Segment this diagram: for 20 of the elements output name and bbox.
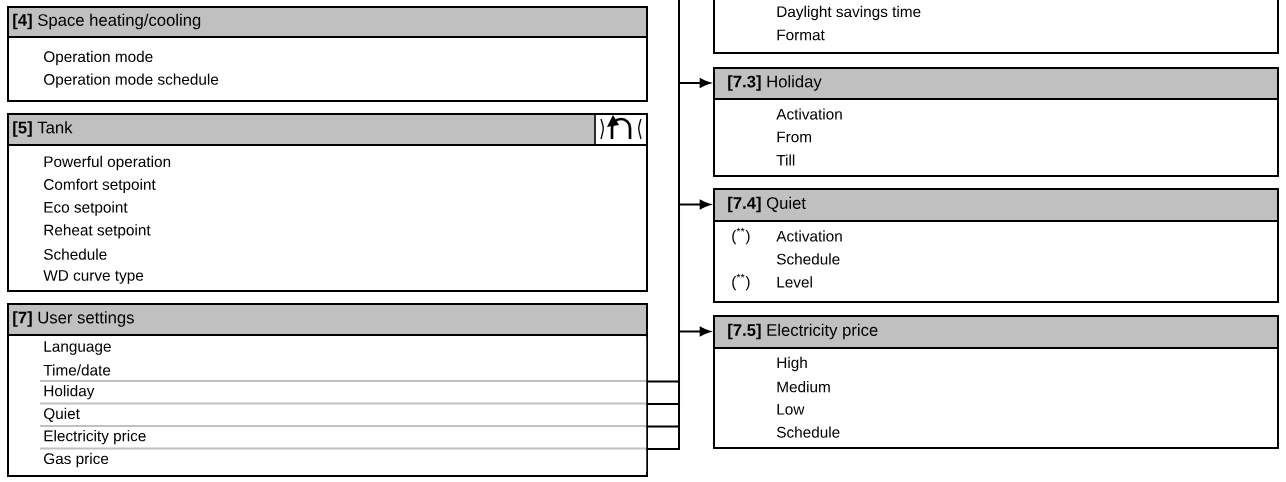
menu-box: Daylight savings time Format <box>713 0 1279 54</box>
node-label: Language <box>44 341 111 355</box>
menu-box: [4] Space heating/cooling Operation mode Operation mode schedule <box>6 6 648 102</box>
connector-arrow <box>645 78 711 406</box>
node-label: Gas price <box>44 452 109 468</box>
node-label: Holiday <box>44 385 95 400</box>
node-label: Electricity price <box>44 430 146 445</box>
connector-arrow <box>645 199 711 428</box>
node-label: Quiet <box>44 407 80 422</box>
menu-box: [7.5] Electricity price High Medium Low Schedule <box>712 315 1279 449</box>
menu-box: [7.4] Quiet ($^{**}$) Activation Schedule ($^{**}$) Level <box>712 188 1279 303</box>
menu-row: Time/date <box>40 359 647 382</box>
connector-arrow <box>645 326 711 451</box>
menu-row: Electricity price <box>40 426 647 449</box>
menu-box: [7.3] Holiday Activation From Till <box>712 67 1279 177</box>
node-label: Time/date <box>43 364 111 376</box>
menu-row: Language <box>40 337 647 360</box>
menu-row: Holiday <box>40 381 647 404</box>
menu-box: [5] Tank Powerful operation Comfort setpoint Eco setpoint Reheat setpoint Schedule WD curve type <box>6 112 648 292</box>
menu-row: Gas price <box>40 448 647 472</box>
